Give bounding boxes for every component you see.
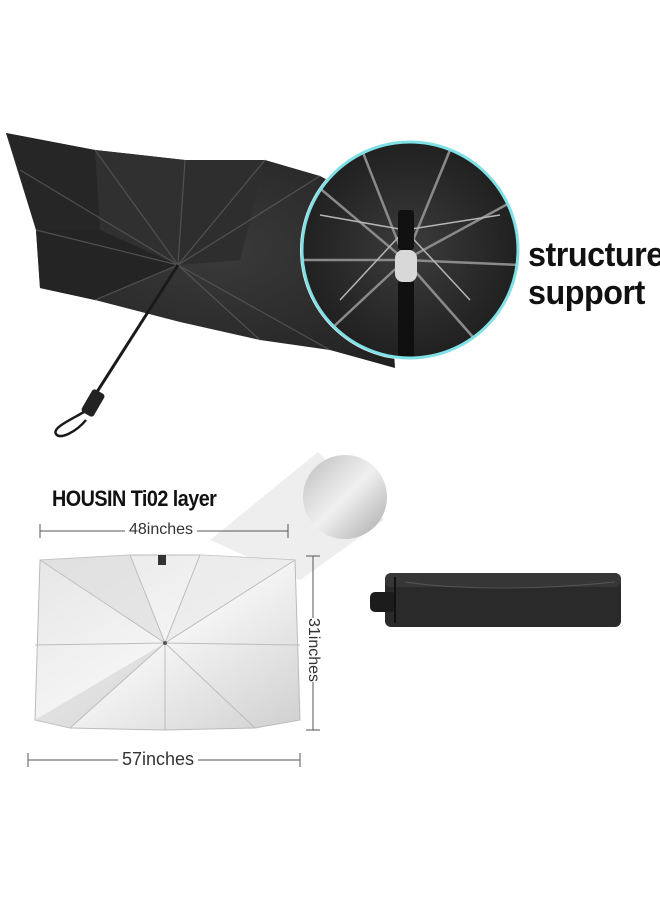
bottom-width-label: 57inches [118, 750, 199, 768]
ti02-layer-label: HOUSIN Ti02 layer [52, 486, 217, 511]
folded-umbrella-case [370, 573, 621, 627]
structure-zoom-circle [300, 140, 520, 360]
top-width-label: 48inches [125, 522, 198, 538]
height-label: 31inches [305, 617, 322, 683]
dark-canopy [6, 133, 395, 368]
structure-label-line2: support [528, 274, 645, 312]
structure-label-line1: structure [528, 236, 660, 274]
fabric-zoom-circle [303, 455, 387, 539]
silver-canopy [34, 554, 301, 731]
structure-support-label: structure support [528, 236, 660, 312]
umbrella-handle [54, 264, 180, 438]
